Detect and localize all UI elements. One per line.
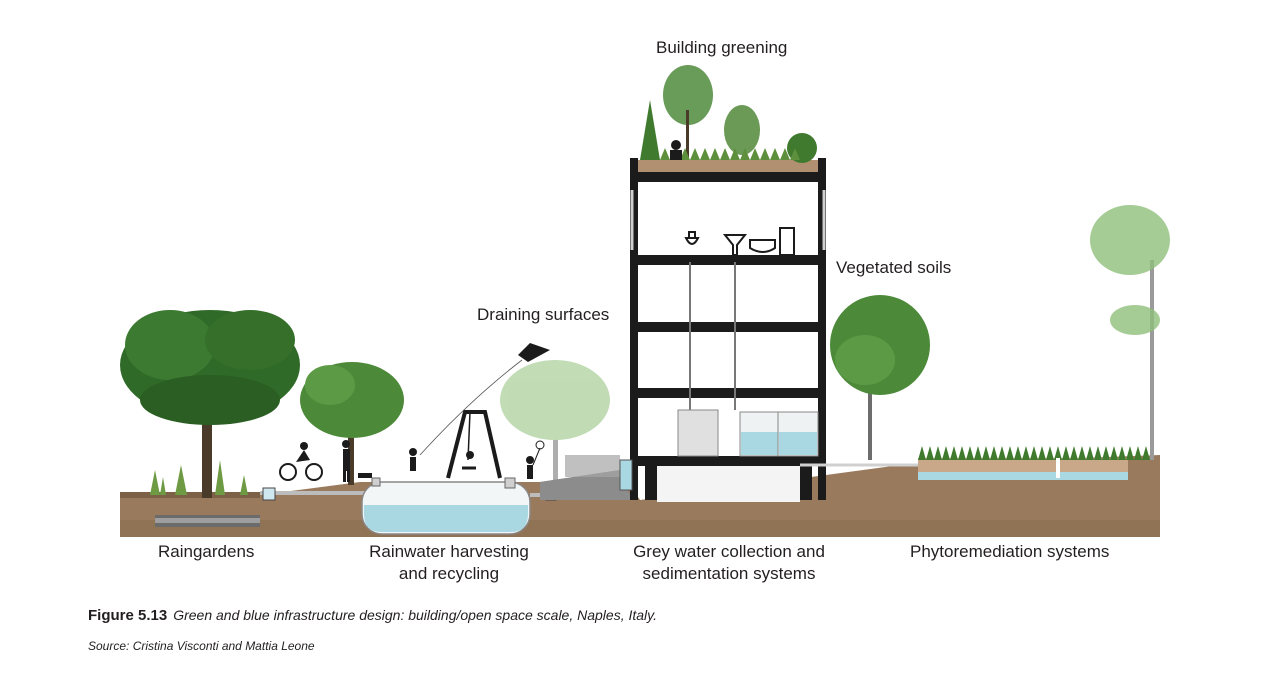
- large-tree-icon: [120, 310, 300, 498]
- label-grey-water: Grey water collection and sedimentation …: [624, 541, 834, 585]
- label-phytoremediation: Phytoremediation systems: [910, 541, 1109, 563]
- raingarden-plants: [150, 460, 248, 495]
- figure-number: Figure 5.13: [88, 607, 167, 624]
- label-draining-surfaces: Draining surfaces: [477, 304, 609, 326]
- people-figures: [280, 440, 544, 482]
- label-building-greening: Building greening: [656, 37, 787, 59]
- label-rainwater-line1: Rainwater harvesting: [362, 541, 536, 563]
- figure-caption: Figure 5.13 Green and blue infrastructure…: [88, 607, 657, 624]
- label-rainwater-line2: and recycling: [362, 563, 536, 585]
- roof-garden: [640, 65, 817, 163]
- label-greywater-line1: Grey water collection and: [624, 541, 834, 563]
- label-rainwater-harvesting: Rainwater harvesting and recycling: [362, 541, 536, 585]
- label-vegetated-soils: Vegetated soils: [836, 257, 951, 279]
- swing-icon: [448, 412, 500, 478]
- label-greywater-line2: sedimentation systems: [624, 563, 834, 585]
- sanitary-fixtures-icons: [686, 228, 794, 255]
- medium-tree-icon: [300, 362, 404, 485]
- right-trees-icon: [830, 205, 1170, 460]
- figure-source: Source: Cristina Visconti and Mattia Leo…: [88, 639, 315, 653]
- figure-caption-text: Green and blue infrastructure design: bu…: [173, 607, 657, 623]
- infrastructure-section-illustration: [0, 0, 1287, 600]
- label-raingardens: Raingardens: [158, 541, 254, 563]
